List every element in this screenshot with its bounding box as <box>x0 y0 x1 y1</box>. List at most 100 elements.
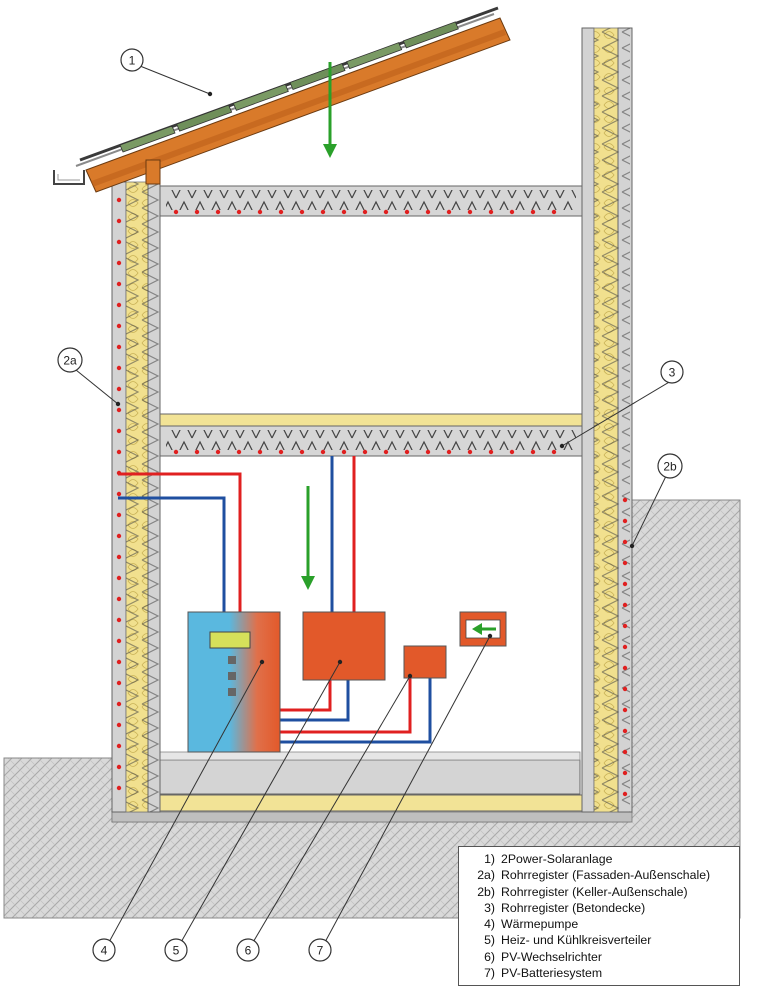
svg-text:7: 7 <box>317 944 324 958</box>
wall-pipe-dot <box>116 260 122 266</box>
callout-7: 7 <box>308 938 332 962</box>
solar-panel <box>232 83 289 111</box>
ceiling-pipe-dot <box>488 449 494 455</box>
wall-pipe-dot <box>116 365 122 371</box>
wall-pipe-dot <box>116 680 122 686</box>
ceiling-pipe-dot <box>551 449 557 455</box>
ceiling-pipe-dot <box>194 449 200 455</box>
wall-pipe-dot <box>622 686 628 692</box>
wall-pipe-dot <box>116 722 122 728</box>
wall-pipe-dot <box>116 638 122 644</box>
legend-item: 4)Wärmepumpe <box>484 917 579 932</box>
energy-flow-arrows <box>301 62 337 590</box>
solar-panel <box>119 125 176 153</box>
solar-panel <box>176 104 233 132</box>
svg-text:2a: 2a <box>63 354 77 368</box>
ceiling-pipe-dot <box>320 209 326 215</box>
ceiling-pipe-dot <box>341 449 347 455</box>
wall-pipe-dot <box>622 644 628 650</box>
heat-pump <box>187 611 281 753</box>
ceiling-pipe-dot <box>173 209 179 215</box>
svg-text:3: 3 <box>669 366 676 380</box>
solar-panel <box>346 42 403 70</box>
wall-pipe-dot <box>116 575 122 581</box>
wall-pipe-dot <box>622 560 628 566</box>
callout-2a: 2a <box>57 347 83 373</box>
wall-pipe-dot <box>116 407 122 413</box>
solar-panel <box>402 21 459 49</box>
legend-item: 3)Rohrregister (Betondecke) <box>484 900 646 915</box>
heating-cooling-pipes <box>118 456 432 744</box>
heating-cooling-distributor <box>302 611 386 681</box>
wall-pipe-dot <box>116 659 122 665</box>
ceiling-pipe-dot <box>425 449 431 455</box>
wall-pipe-dot <box>622 497 628 503</box>
wall-pipe-dot <box>622 623 628 629</box>
wall-pipe-dot <box>116 554 122 560</box>
callout-5: 5 <box>164 938 188 962</box>
wall-pipe-dot <box>116 491 122 497</box>
legend-item: 5)Heiz- und Kühlkreisverteiler <box>484 933 652 948</box>
ceiling-pipe-dot <box>446 209 452 215</box>
ceiling-pipe-dot <box>299 209 305 215</box>
ceiling-pipe-dots <box>173 209 557 455</box>
wall-pipe-dot <box>116 428 122 434</box>
middle-floor-slab <box>159 413 583 457</box>
wall-pipe-dot <box>622 518 628 524</box>
callout-leader-lines <box>75 65 677 945</box>
wall-pipe-dot <box>116 701 122 707</box>
solar-panels <box>119 21 459 153</box>
wall-pipe-dot <box>116 449 122 455</box>
callout-4: 4 <box>92 938 116 962</box>
ceiling-pipe-dot <box>320 449 326 455</box>
svg-text:5: 5 <box>173 944 180 958</box>
leader-end-dots <box>115 91 635 679</box>
heat-pump-display <box>209 631 251 649</box>
wall-pipe-dot <box>116 323 122 329</box>
wall-pipe-dot <box>622 770 628 776</box>
ceiling-pipe-dot <box>509 209 515 215</box>
heat-pump-button <box>228 656 236 664</box>
wall-pipe-dots <box>116 197 628 797</box>
ceiling-pipe-dot <box>467 449 473 455</box>
ceiling-pipe-dot <box>530 209 536 215</box>
upper-ceiling-slab <box>159 185 583 217</box>
callout-1: 1 <box>120 48 144 72</box>
wall-pipe-dot <box>116 281 122 287</box>
right-exterior-wall <box>581 27 633 813</box>
svg-text:2b: 2b <box>663 460 677 474</box>
wall-pipe-dot <box>116 386 122 392</box>
ceiling-pipe-dot <box>509 449 515 455</box>
ceiling-pipe-dot <box>278 449 284 455</box>
wall-pipe-dot <box>116 197 122 203</box>
ceiling-pipe-dot <box>425 209 431 215</box>
ceiling-pipe-dot <box>404 209 410 215</box>
ceiling-pipe-dot <box>404 449 410 455</box>
ceiling-pipe-dot <box>215 209 221 215</box>
foundation-slab <box>129 751 611 812</box>
ceiling-pipe-dot <box>383 209 389 215</box>
pv-inverter <box>403 645 447 679</box>
legend-item: 6)PV-Wechselrichter <box>484 949 602 964</box>
ceiling-pipe-dot <box>530 449 536 455</box>
wall-pipe-dot <box>622 539 628 545</box>
ceiling-pipe-dot <box>215 449 221 455</box>
heat-pump-button <box>228 688 236 696</box>
wall-pipe-dot <box>116 302 122 308</box>
callout-2b: 2b <box>657 453 683 479</box>
svg-text:4: 4 <box>101 944 108 958</box>
wall-pipe-dot <box>116 596 122 602</box>
ceiling-pipe-dot <box>173 449 179 455</box>
wall-pipe-dot <box>622 791 628 797</box>
ceiling-pipe-dot <box>341 209 347 215</box>
ceiling-pipe-dot <box>383 449 389 455</box>
legend-item: 2a)Rohrregister (Fassaden-Außenschale) <box>477 868 711 883</box>
ceiling-pipe-dot <box>467 209 473 215</box>
legend-item: 2b)Rohrregister (Keller-Außenschale) <box>477 884 688 899</box>
legend-item: 7)PV-Batteriesystem <box>484 966 603 981</box>
wall-pipe-dot <box>116 239 122 245</box>
ceiling-pipe-dot <box>488 209 494 215</box>
wall-pipe-dot <box>622 707 628 713</box>
legend-box: 1)2Power-Solaranlage 2a)Rohrregister (Fa… <box>458 846 740 986</box>
